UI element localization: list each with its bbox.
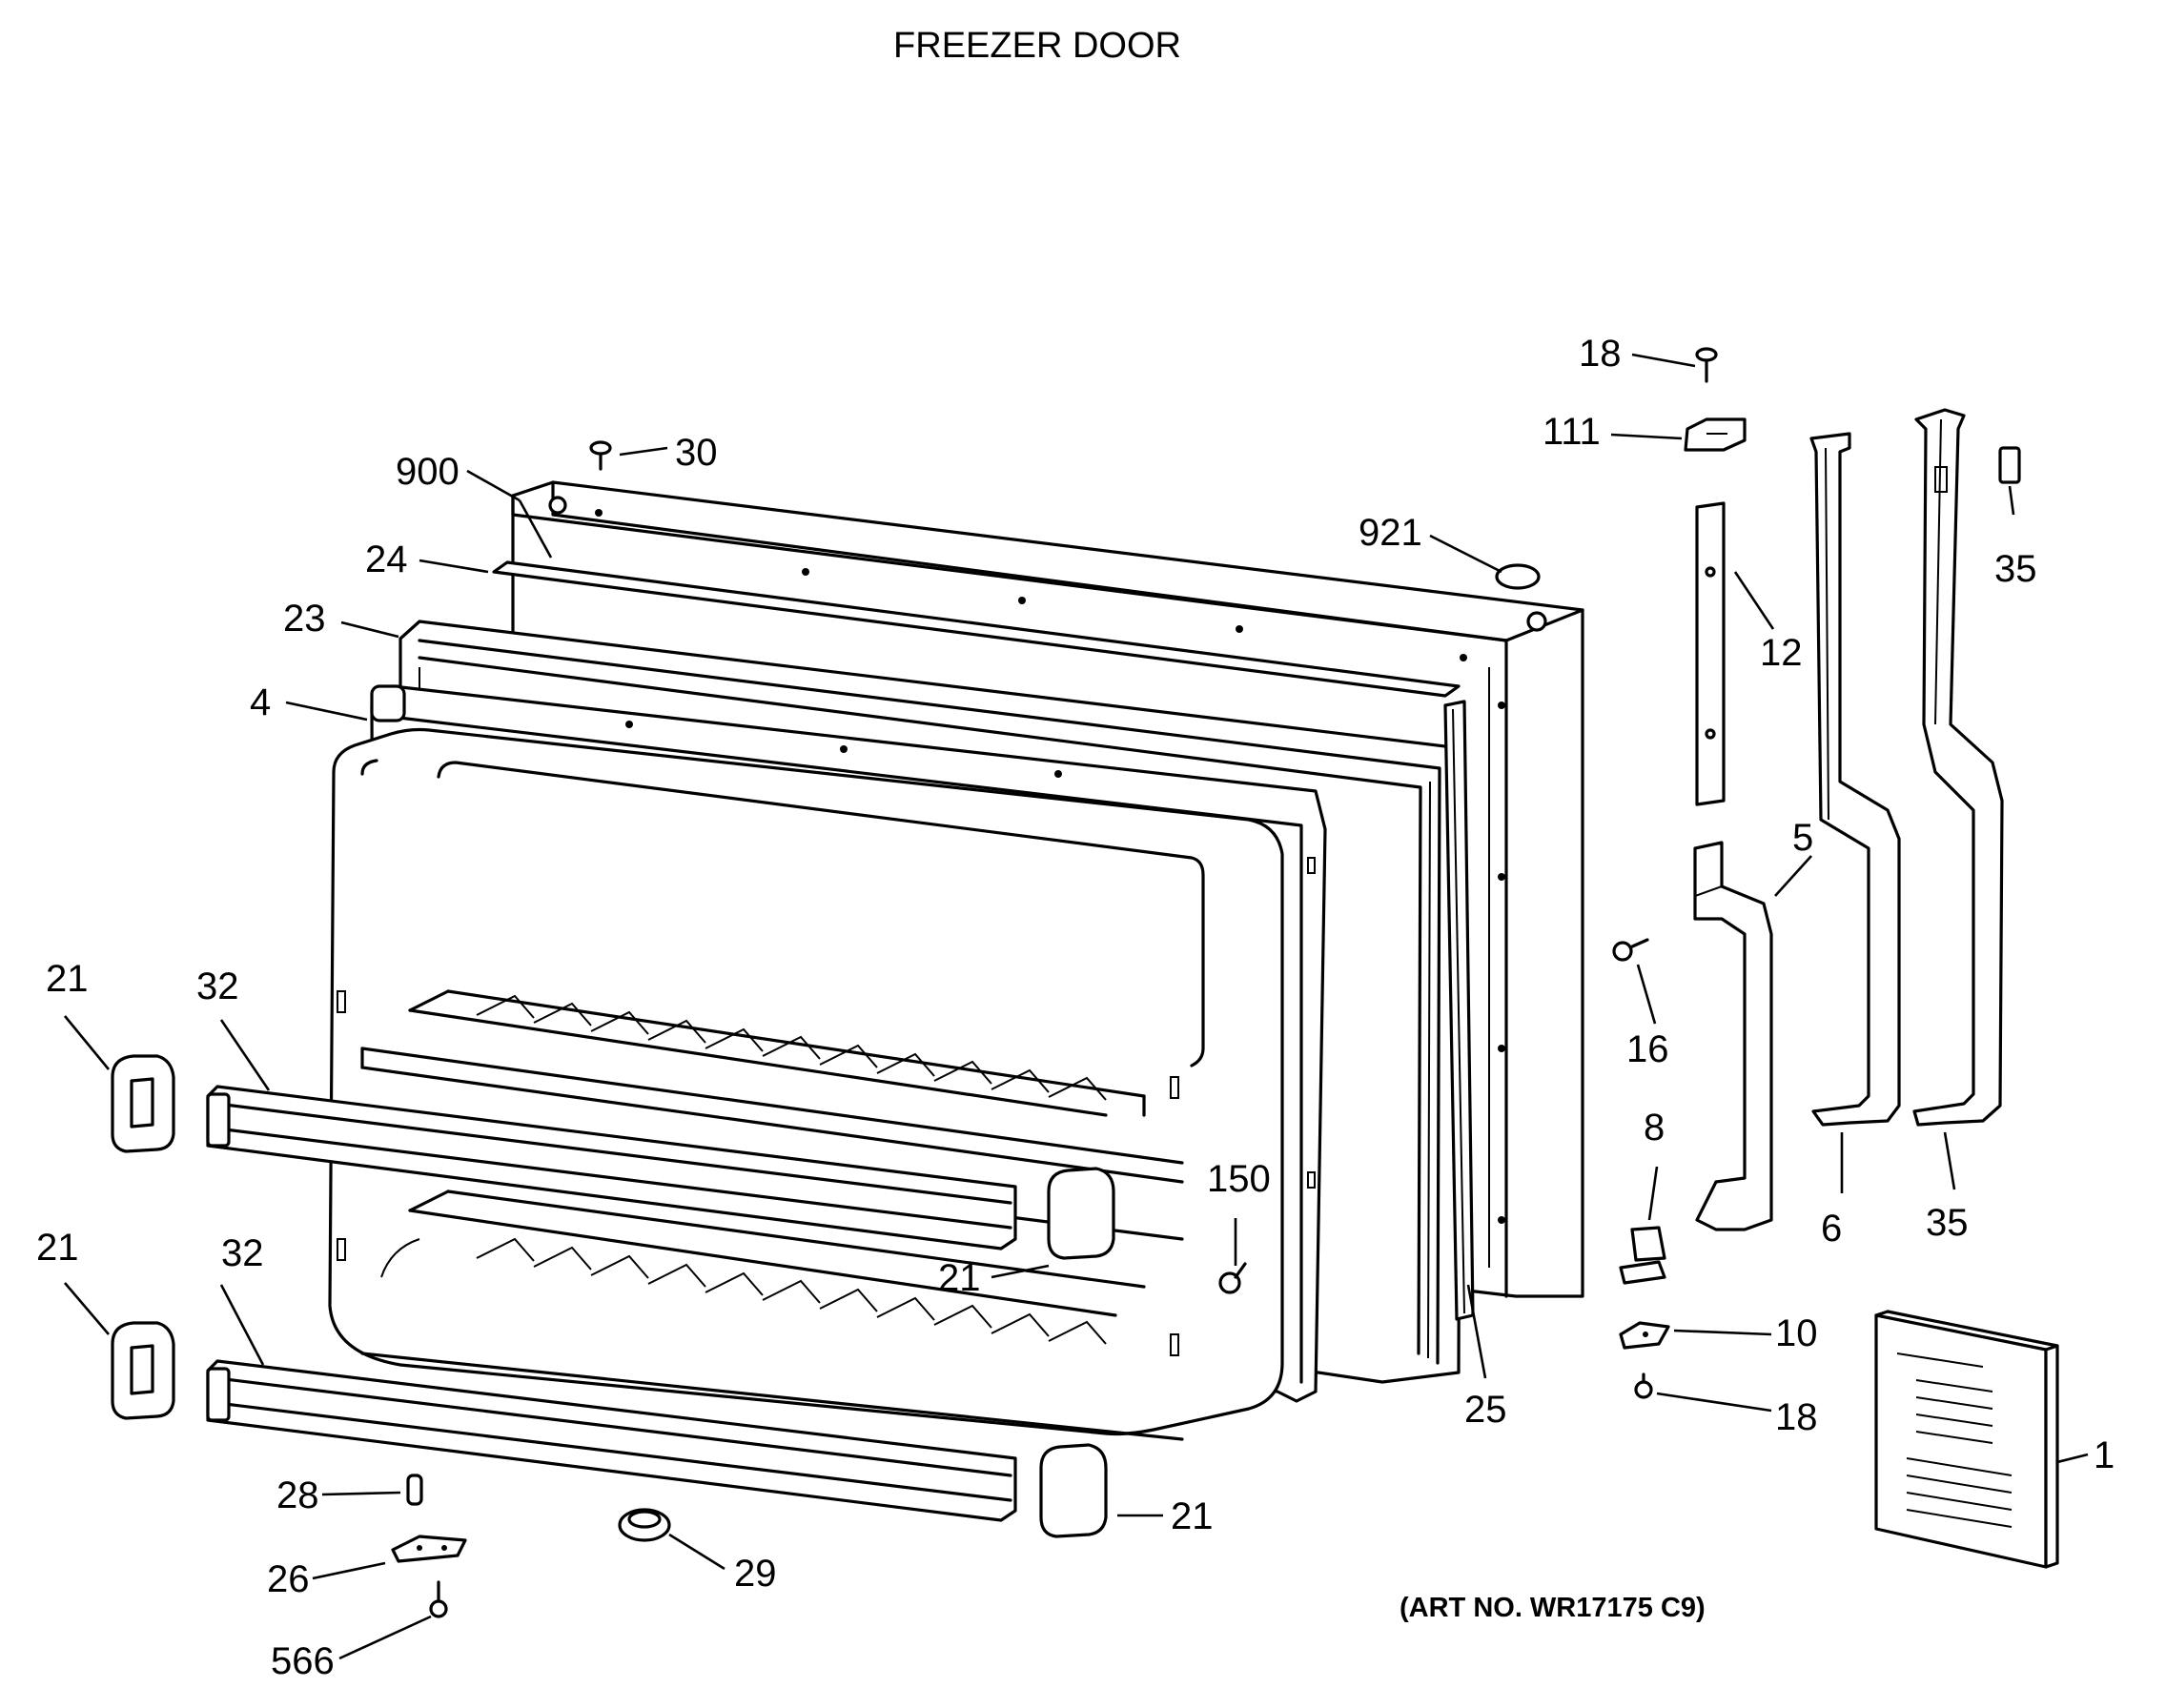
callout-26: 26 xyxy=(267,1558,310,1600)
end-cap-upper-left xyxy=(111,1054,175,1153)
callout-18-bottom: 18 xyxy=(1775,1396,1818,1438)
callout-111: 111 xyxy=(1543,411,1601,453)
end-cap-lower-left xyxy=(111,1321,175,1420)
handle-trim-piece xyxy=(1998,446,2021,484)
door-handle-6 xyxy=(1809,432,1901,1127)
leader-lines xyxy=(63,353,2089,1660)
screw-16 xyxy=(1612,938,1649,962)
plug-button-29 xyxy=(618,1508,671,1542)
callout-10: 10 xyxy=(1775,1312,1818,1354)
hinge-plate-26 xyxy=(391,1535,467,1563)
callout-23: 23 xyxy=(283,598,326,640)
callout-566: 566 xyxy=(271,1640,335,1682)
end-cap-upper-right xyxy=(1047,1167,1115,1260)
callout-900: 900 xyxy=(396,451,460,493)
callout-30: 30 xyxy=(675,432,718,474)
hinge-support-bracket xyxy=(1695,501,1726,806)
callout-35-top: 35 xyxy=(1994,548,2037,590)
callout-921: 921 xyxy=(1359,512,1422,554)
stud-28 xyxy=(406,1474,423,1506)
handle-mount-bracket xyxy=(1693,841,1773,1231)
callout-12: 12 xyxy=(1760,632,1803,674)
callout-4: 4 xyxy=(250,681,271,723)
callout-150: 150 xyxy=(1207,1158,1271,1200)
shelf-bar-upper xyxy=(206,1085,1017,1250)
hinge-shim-8 xyxy=(1619,1226,1666,1285)
diagram-title: FREEZER DOOR xyxy=(893,26,1181,66)
screw-30 xyxy=(589,440,612,471)
callout-6: 6 xyxy=(1821,1208,1842,1250)
callout-29: 29 xyxy=(734,1553,777,1595)
end-cap-lower-right xyxy=(1039,1443,1108,1538)
hinge-cap xyxy=(1684,417,1747,452)
callout-8: 8 xyxy=(1644,1107,1665,1149)
door-handle-35 xyxy=(1912,408,2004,1127)
top-insulation-strip xyxy=(492,560,1461,698)
callout-32-lower: 32 xyxy=(221,1232,264,1274)
hinge-screw-top xyxy=(1695,347,1718,383)
callout-24: 24 xyxy=(365,539,408,580)
callout-21-lower-left: 21 xyxy=(36,1227,79,1269)
screw-566 xyxy=(429,1580,448,1618)
inner-door-liner xyxy=(328,727,1284,1441)
callout-21-upper-left: 21 xyxy=(46,958,89,1000)
callout-21-lower-right: 21 xyxy=(1171,1495,1214,1537)
callout-18-top: 18 xyxy=(1579,333,1622,375)
callout-5: 5 xyxy=(1792,817,1813,859)
screw-18-bottom xyxy=(1634,1372,1653,1399)
callout-35-bottom: 35 xyxy=(1926,1202,1969,1244)
art-number: (ART NO. WR17175 C9) xyxy=(1400,1593,1706,1623)
callout-28: 28 xyxy=(276,1474,319,1516)
use-care-manual xyxy=(1874,1310,2059,1569)
callout-16: 16 xyxy=(1626,1028,1669,1070)
gasket-plug xyxy=(1495,563,1541,590)
callout-1: 1 xyxy=(2094,1434,2115,1476)
shelf-bar-lower xyxy=(206,1359,1017,1522)
callout-32-upper: 32 xyxy=(196,966,239,1007)
callout-25: 25 xyxy=(1464,1389,1507,1431)
screw-150 xyxy=(1218,1262,1247,1294)
callout-21-upper-right: 21 xyxy=(938,1257,981,1299)
bottom-hinge-plate xyxy=(1619,1321,1670,1350)
